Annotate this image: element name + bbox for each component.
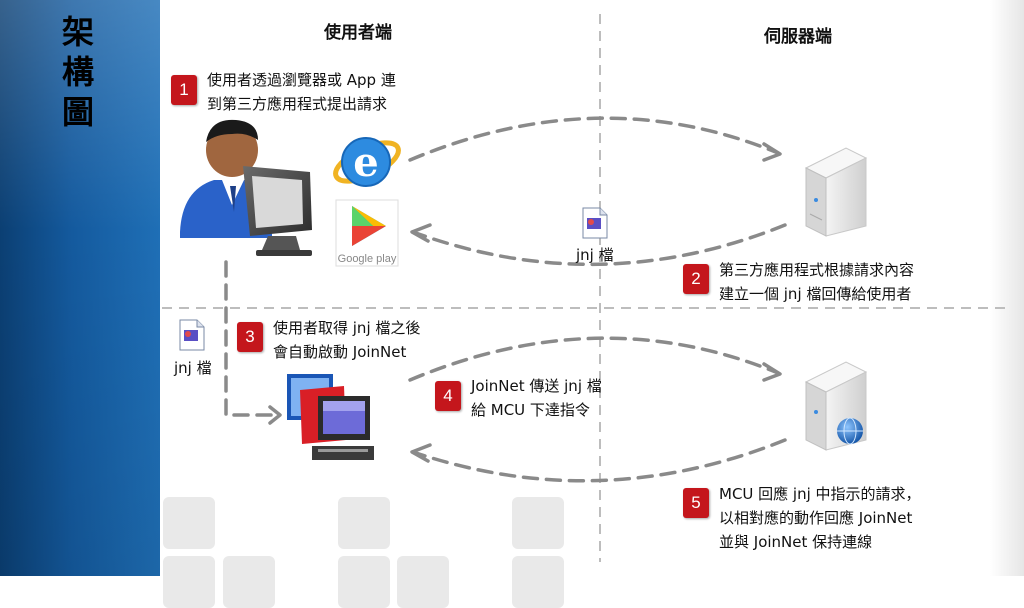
page-title: 架構圖: [61, 13, 94, 131]
decorative-square: [163, 497, 215, 549]
step-2-line-1: 第三方應用程式根據請求內容: [719, 261, 915, 279]
decorative-square: [338, 497, 390, 549]
client-column-title: 使用者端: [324, 23, 392, 43]
step-4-line-2: 給 MCU 下達指令: [471, 401, 590, 419]
step-1-badge: 1: [171, 75, 197, 105]
globe-server-icon: [804, 361, 868, 451]
step-2-line-2: 建立一個 jnj 檔回傳給使用者: [719, 285, 912, 303]
step-3-badge: 3: [237, 322, 263, 352]
decorative-square: [512, 497, 564, 549]
step-2-text: 第三方應用程式根據請求內容 建立一個 jnj 檔回傳給使用者: [719, 258, 914, 306]
step-5-text: MCU 回應 jnj 中指示的請求， 以相對應的動作回應 JoinNet 並與 …: [719, 482, 921, 554]
arrowhead: [762, 142, 782, 162]
step-1-line-2: 到第三方應用程式提出請求: [207, 95, 388, 113]
step-4-line-1: JoinNet 傳送 jnj 檔: [471, 377, 602, 395]
request-arrow: [408, 116, 780, 162]
arrowhead: [762, 362, 782, 382]
server-icon: [804, 147, 868, 237]
step-2-badge: 2: [683, 264, 709, 294]
step-5-line-3: 並與 JoinNet 保持連線: [719, 533, 873, 551]
step-4-badge: 4: [435, 381, 461, 411]
jnj-file-label: jnj 檔: [576, 246, 614, 264]
step-5-line-2: 以相對應的動作回應 JoinNet: [719, 509, 913, 527]
server-column-title: 伺服器端: [764, 27, 832, 47]
jnj-file-label: jnj 檔: [174, 359, 212, 377]
sidebar-panel: [0, 0, 160, 576]
step-3-line-2: 會自動啟動 JoinNet: [273, 343, 407, 361]
google-play-icon: [335, 199, 399, 267]
command-arrow: [408, 336, 780, 382]
joinnet-app-icon: [287, 374, 374, 460]
step-3-line-1: 使用者取得 jnj 檔之後: [273, 319, 421, 337]
arrowhead: [410, 443, 432, 463]
step-1-line-1: 使用者透過瀏覽器或 App 連: [207, 71, 396, 89]
step-5-line-1: MCU 回應 jnj 中指示的請求，: [719, 485, 921, 503]
reply-arrow: [411, 438, 787, 483]
jnj-file-icon: [179, 319, 205, 351]
step-4-text: JoinNet 傳送 jnj 檔 給 MCU 下達指令: [471, 374, 602, 422]
response-arrow: [411, 223, 787, 266]
step-5-badge: 5: [683, 488, 709, 518]
sidebar-gradient: [0, 0, 160, 576]
arrowhead: [410, 223, 432, 243]
svg-text:e: e: [353, 139, 378, 186]
jnj-file-icon: [582, 207, 608, 239]
step-3-text: 使用者取得 jnj 檔之後 會自動啟動 JoinNet: [273, 316, 420, 364]
google-play-logo-text: Google play: [338, 253, 397, 265]
internet-explorer-icon: e: [333, 137, 401, 187]
user-computer-icon: [180, 119, 312, 256]
step-1-text: 使用者透過瀏覽器或 App 連 到第三方應用程式提出請求: [207, 68, 396, 116]
right-edge-strip: [990, 0, 1024, 576]
launch-arrow: [224, 260, 278, 417]
diagram-canvas: e: [162, 14, 1008, 562]
arrowhead: [268, 405, 282, 425]
